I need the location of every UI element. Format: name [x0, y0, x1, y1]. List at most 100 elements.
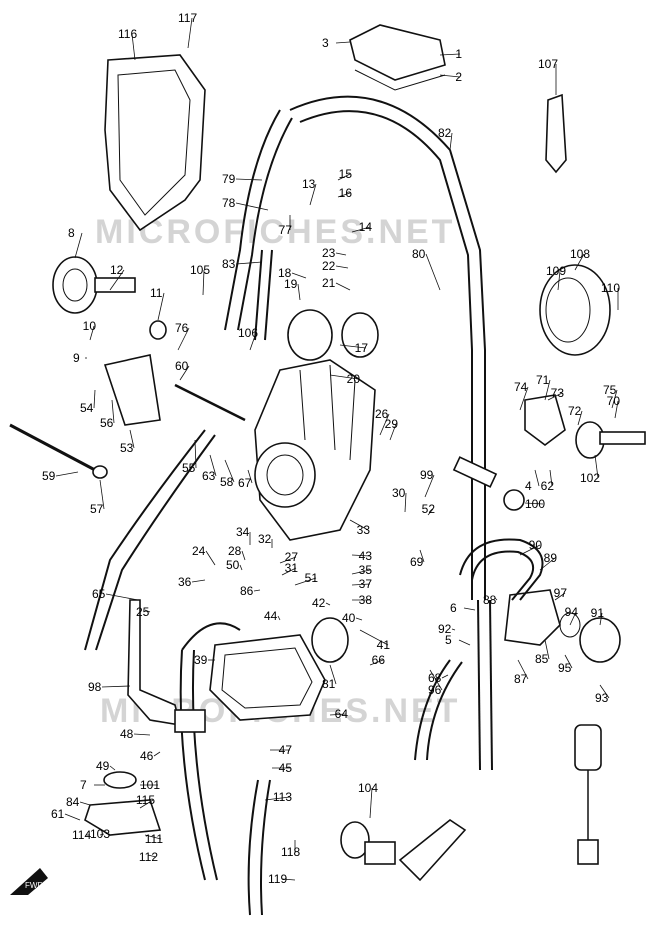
leader-line-28 [241, 550, 246, 561]
leader-line-23 [335, 252, 347, 256]
leader-line-104 [369, 787, 373, 819]
fwd-arrow: FWD [10, 868, 48, 895]
leader-line-4 [534, 469, 540, 487]
hose-95 [414, 659, 463, 761]
leader-line-30 [404, 492, 407, 513]
callout-54: 54 [80, 401, 94, 415]
callout-119: 119 [268, 872, 287, 886]
leader-line-55 [194, 439, 197, 469]
fwd-label: FWD [25, 881, 43, 890]
leader-line-48 [133, 733, 151, 736]
callout-17: 17 [355, 341, 369, 355]
callout-5: 5 [445, 633, 452, 647]
callout-66: 66 [372, 653, 386, 667]
callout-49: 49 [96, 759, 110, 773]
callout-27: 27 [285, 550, 299, 564]
leader-line-53 [129, 429, 135, 449]
callout-104: 104 [358, 781, 378, 795]
callout-116: 116 [118, 27, 137, 41]
callout-107: 107 [538, 57, 558, 71]
callout-102: 102 [580, 471, 600, 485]
callout-1: 1 [455, 47, 462, 61]
leader-line-43 [351, 554, 371, 557]
callout-15: 15 [339, 167, 353, 181]
part-108-holder [539, 264, 611, 356]
leader-line-69 [419, 549, 425, 563]
callout-115: 115 [136, 793, 155, 807]
leader-line-95 [564, 654, 573, 669]
callout-73: 73 [551, 386, 565, 400]
leader-line-103 [99, 833, 105, 836]
callout-32: 32 [258, 532, 272, 546]
leader-line-80 [425, 253, 441, 291]
callout-48: 48 [120, 727, 134, 741]
part-1-cap [349, 24, 446, 91]
leader-line-58 [224, 459, 235, 483]
leader-line-60 [179, 365, 190, 381]
callout-19: 19 [284, 277, 298, 291]
callout-21: 21 [322, 276, 336, 290]
callout-96: 96 [428, 683, 442, 697]
leader-line-112 [147, 854, 157, 858]
callout-44: 44 [264, 609, 278, 623]
callout-7: 7 [80, 778, 87, 792]
leader-line-59 [55, 471, 79, 477]
callout-33: 33 [357, 523, 371, 537]
callout-108: 108 [570, 247, 590, 261]
part-119-sensor [574, 724, 602, 865]
callout-22: 22 [322, 259, 336, 273]
callout-114: 114 [72, 828, 91, 842]
part-44-float-bowl [209, 617, 349, 721]
leader-line-106 [249, 332, 257, 351]
callout-63: 63 [202, 469, 216, 483]
part-60-shaft [174, 383, 246, 422]
leader-line-72 [577, 410, 583, 426]
leader-line-3 [335, 41, 351, 44]
callout-30: 30 [392, 486, 406, 500]
leader-line-40 [355, 617, 363, 621]
leader-line-100 [524, 502, 544, 505]
callout-87: 87 [514, 672, 528, 686]
leader-line-2 [439, 74, 461, 78]
callout-92: 92 [438, 622, 452, 636]
callout-58: 58 [220, 475, 234, 489]
leader-line-83 [235, 261, 263, 265]
leader-line-66 [369, 659, 384, 666]
part-96-hose [459, 538, 544, 601]
leader-line-8 [74, 232, 83, 259]
leader-line-29 [389, 423, 397, 441]
callout-64: 64 [335, 707, 349, 721]
leader-line-91 [599, 612, 603, 626]
leader-line-5 [458, 639, 471, 646]
callout-4: 4 [525, 479, 532, 493]
part-46-plate [84, 771, 162, 836]
part-87-pump [504, 589, 621, 663]
callout-113: 113 [273, 790, 292, 804]
callout-9: 9 [73, 351, 80, 365]
leader-line-93 [599, 684, 610, 699]
callout-65: 65 [92, 587, 106, 601]
leader-line-71 [544, 379, 551, 401]
callout-74: 74 [514, 380, 528, 394]
leader-line-54 [93, 389, 96, 409]
leader-line-73 [547, 392, 563, 401]
callout-77: 77 [279, 223, 293, 237]
leader-line-78 [235, 202, 269, 211]
leader-line-87 [517, 659, 529, 680]
hose-104 [179, 622, 241, 881]
callout-93: 93 [595, 691, 609, 705]
leader-line-94 [569, 611, 577, 626]
leader-line-62 [549, 469, 553, 487]
callout-99: 99 [420, 468, 434, 482]
part-52-screw [452, 456, 525, 511]
callout-31: 31 [285, 561, 299, 575]
hose-left-long [84, 429, 216, 651]
hose-83b [477, 599, 493, 771]
leader-line-37 [351, 583, 371, 586]
callout-67: 67 [238, 476, 252, 490]
callout-37: 37 [359, 577, 373, 591]
callout-47: 47 [279, 743, 293, 757]
part-70-sensor [524, 394, 646, 459]
